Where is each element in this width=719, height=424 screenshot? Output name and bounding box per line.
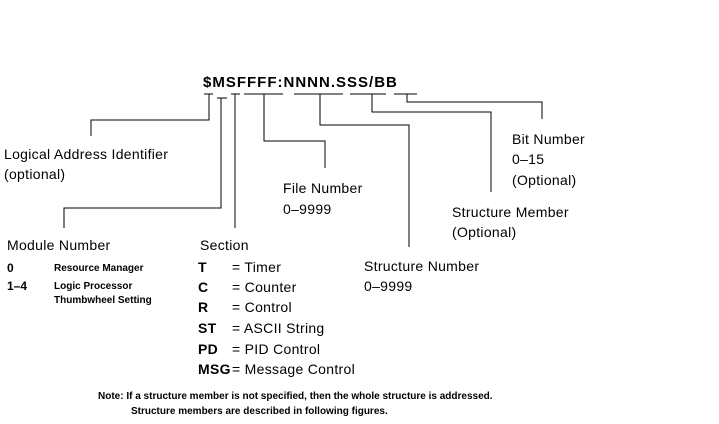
address-prefix: $ [203, 74, 213, 91]
logical-address-note: (optional) [4, 166, 66, 182]
note-line-2: Structure members are described in follo… [131, 406, 388, 417]
address-bit: BB [374, 74, 398, 91]
module-desc-0: Resource Manager [54, 263, 144, 274]
module-number-label: Module Number [7, 237, 111, 253]
section-item-timer: T = Timer [198, 259, 281, 275]
address-member: SSS [336, 74, 370, 91]
logical-address-label: Logical Address Identifier [4, 146, 169, 162]
structure-number-range: 0–9999 [364, 278, 413, 294]
module-code-1: 1–4 [7, 279, 28, 293]
section-desc: = Counter [232, 279, 297, 295]
note-line-1: Note: If a structure member is not speci… [98, 391, 493, 402]
structure-member-note: (Optional) [452, 224, 517, 240]
section-item-message-control: MSG= Message Control [198, 361, 355, 377]
connector-file-number [263, 94, 326, 168]
structure-number-label: Structure Number [364, 258, 480, 274]
connector-structure-member [371, 94, 492, 192]
address-structure: NNNN [283, 74, 331, 91]
section-code: C [198, 279, 209, 295]
section-desc: = Control [232, 299, 292, 315]
bit-number-range: 0–15 [512, 151, 545, 167]
section-code: R [198, 299, 209, 315]
connector-structure-number [319, 94, 410, 247]
section-code: T [198, 259, 207, 275]
section-label: Section [200, 237, 249, 253]
address-format: $MSFFFF:NNNN.SSS/BB [203, 74, 398, 91]
section-desc: = PID Control [232, 341, 321, 357]
section-item-ascii-string: ST = ASCII String [198, 320, 325, 336]
address-colon: : [277, 74, 284, 91]
module-desc-1: Logic Processor [54, 281, 133, 292]
address-dot: . [330, 74, 337, 91]
address-module: M [212, 74, 226, 91]
file-number-range: 0–9999 [283, 201, 332, 217]
address-file: FFFF [236, 74, 278, 91]
section-item-control: R = Control [198, 299, 292, 315]
section-code: MSG [198, 361, 231, 377]
section-desc: = Message Control [232, 361, 355, 377]
structure-member-label: Structure Member [452, 204, 569, 220]
connector-module-number [63, 98, 222, 228]
section-code: ST [198, 320, 217, 336]
bit-number-label: Bit Number [512, 131, 586, 147]
section-desc: = Timer [232, 259, 282, 275]
connector-logical-address [90, 94, 210, 136]
file-number-label: File Number [283, 180, 363, 196]
section-desc: = ASCII String [232, 320, 325, 336]
section-item-pid-control: PD = PID Control [198, 341, 320, 357]
address-section: S [225, 74, 237, 91]
section-code: PD [198, 341, 219, 357]
address-slash: / [369, 74, 375, 91]
connector-bit-number [406, 94, 543, 119]
bit-number-note: (Optional) [512, 172, 577, 188]
section-item-counter: C = Counter [198, 279, 297, 295]
module-desc-2: Thumbwheel Setting [54, 295, 152, 306]
module-code-0: 0 [7, 261, 14, 275]
